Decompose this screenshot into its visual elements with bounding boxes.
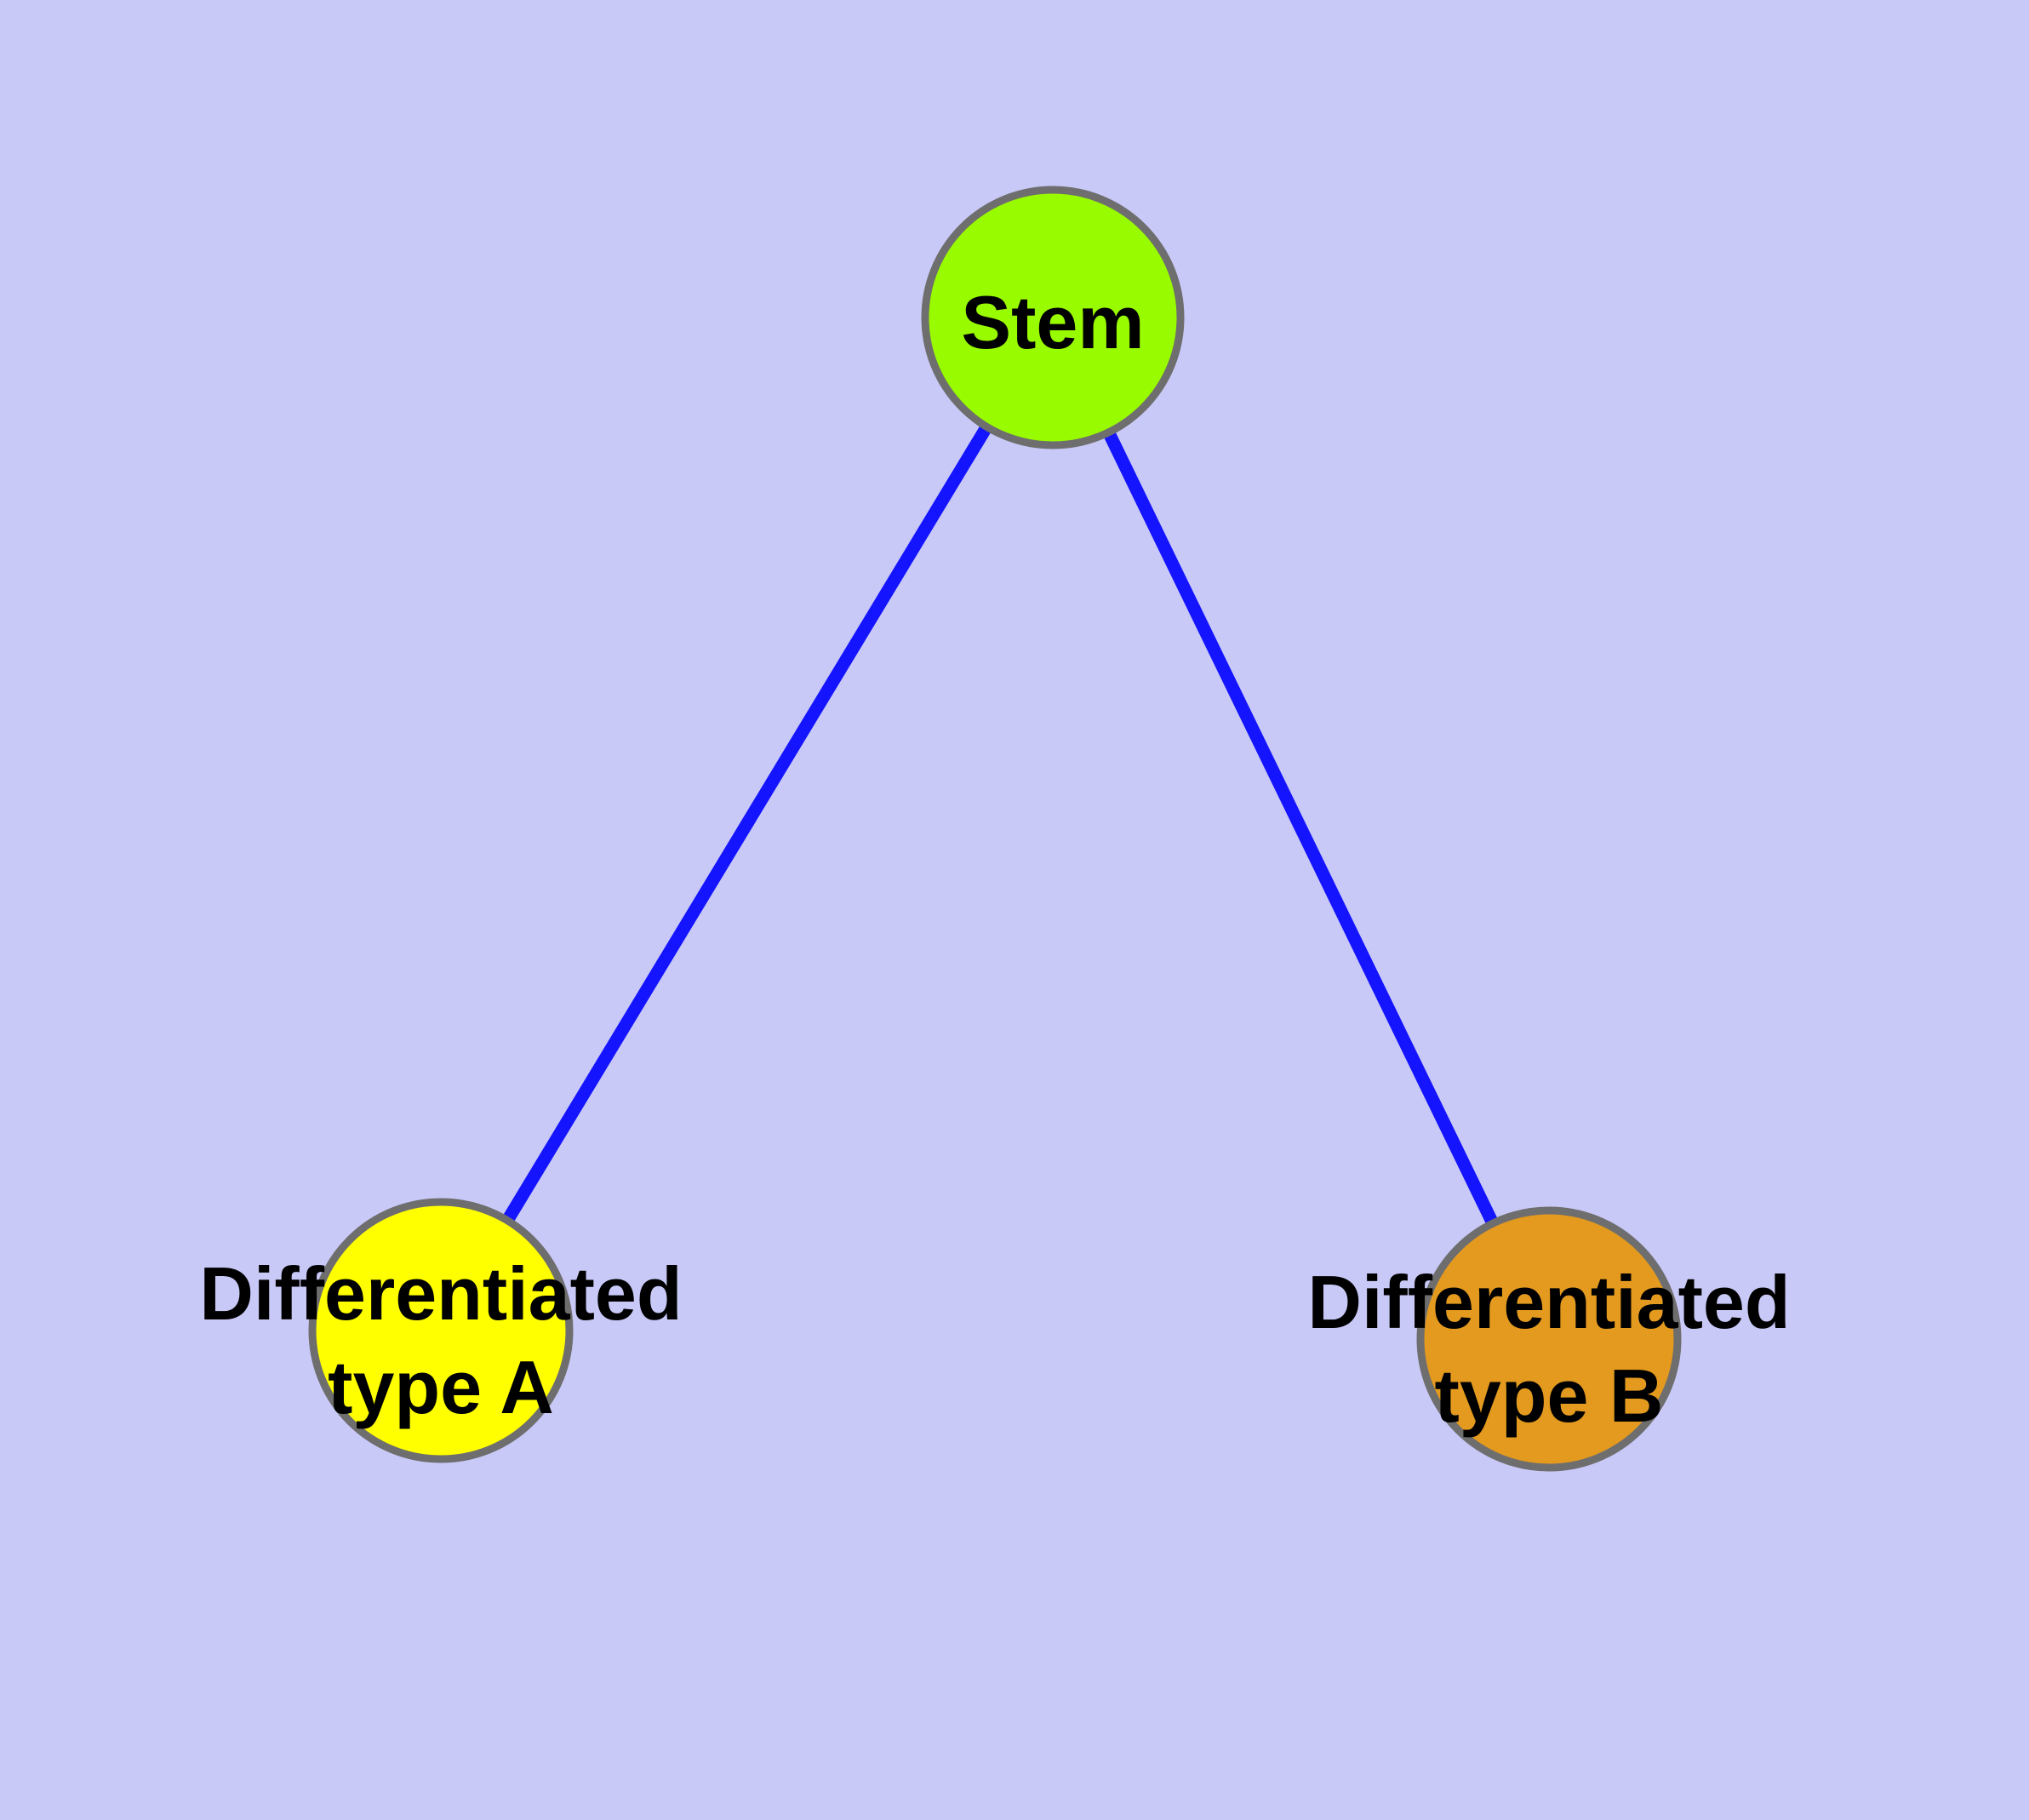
type-a-node-label-line1: Differentiated	[199, 1251, 682, 1336]
type-b-node-label-line2: type B	[1435, 1354, 1664, 1438]
node-stem: Stem	[921, 186, 1185, 449]
stem-node-circle	[921, 186, 1185, 449]
edge-stem-to-type-b	[1047, 314, 1555, 1342]
edge-stem-to-type-a	[435, 314, 1059, 1334]
node-differentiated-type-a: Differentiated type A	[199, 1198, 683, 1463]
stem-node-label: Stem	[961, 280, 1144, 364]
type-b-node-circle	[1416, 1206, 1682, 1472]
type-a-node-label-line2: type A	[328, 1345, 554, 1429]
type-a-node-circle	[308, 1198, 574, 1463]
type-b-node-label-line1: Differentiated	[1307, 1260, 1790, 1344]
node-differentiated-type-b: Differentiated type B	[1307, 1206, 1791, 1472]
